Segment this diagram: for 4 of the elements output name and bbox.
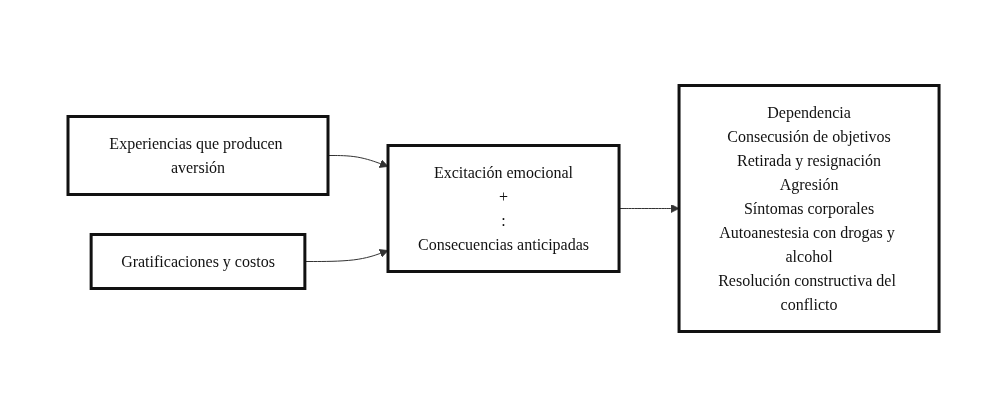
node-box: Dependencia Consecusión de objetivos Retirada y resignación Agresión Síntomas corporales Autoanestesia con drogas y alcohol Resolución constructiva del conflicto bbox=[677, 84, 941, 333]
node-box: Excitación emocional + : Consecuencias anticipadas bbox=[386, 144, 621, 273]
node-box: Experiencias que producen aversión bbox=[66, 115, 330, 196]
node-box: Gratificaciones y costos bbox=[89, 233, 307, 290]
